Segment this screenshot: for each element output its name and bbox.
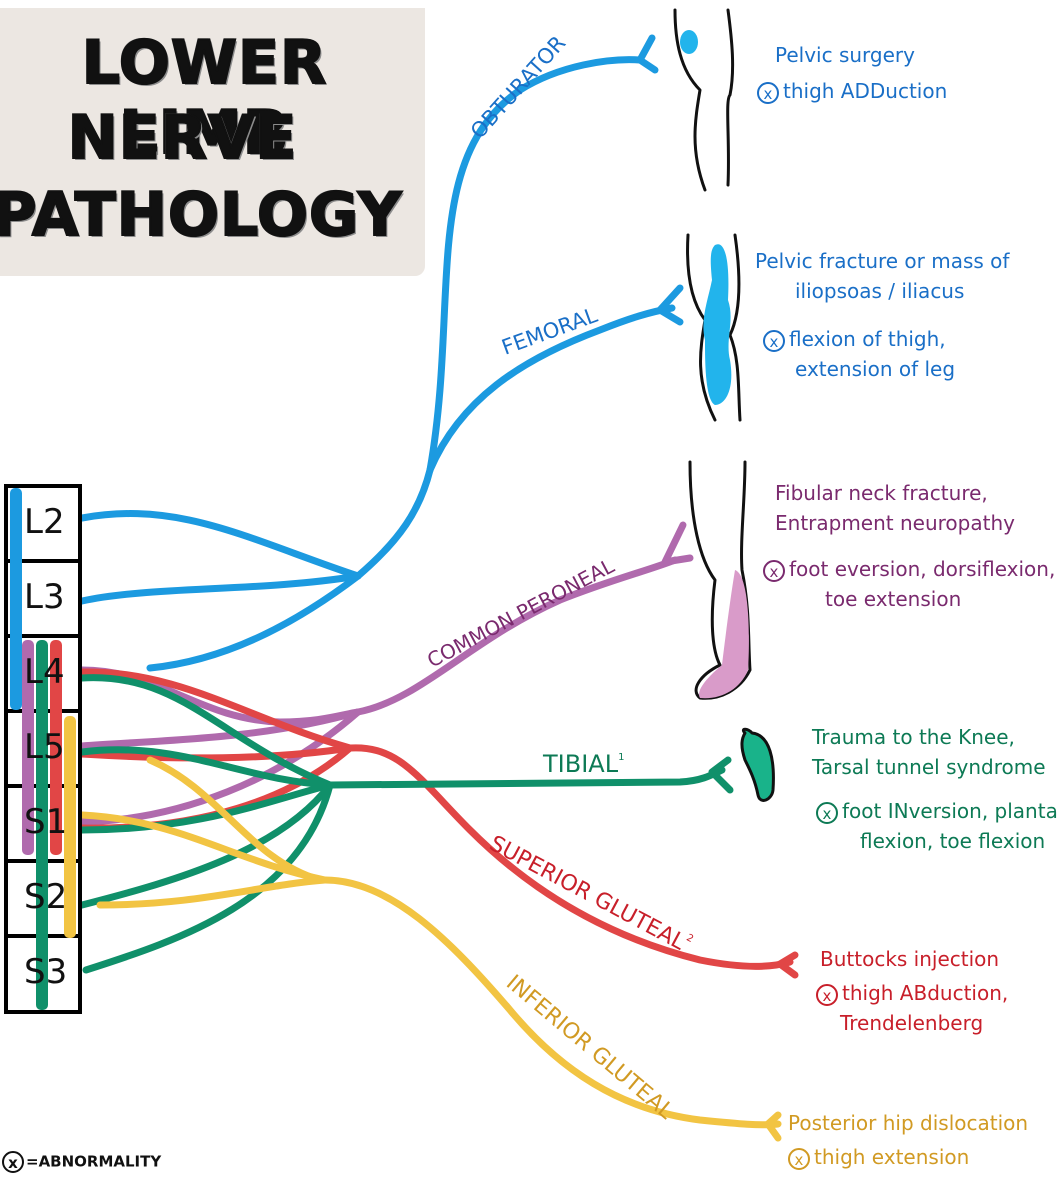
cause-text: Pelvic fracture or mass of [755,249,1010,273]
legend-text: =ABNORMALITY [26,1152,162,1171]
legend: x=ABNORMALITY [2,1151,161,1173]
deficit-text: flexion, toe flexion [860,829,1046,853]
abnormality-icon: x [816,801,838,824]
nerve-root-s2-gold [96,876,329,909]
nerve-common-peroneal [354,556,679,716]
nerve-root-l4-blue [146,572,362,672]
title-box: LOWER LIMB NERVE PATHOLOGY [0,8,425,276]
nerve-tibial [326,766,726,789]
label-obturator: OBTURATOR [466,31,571,143]
level-label: S3 [24,952,68,992]
nerve-root-s2-green [78,781,334,909]
deficit-text: thigh extension [814,1145,970,1169]
abnormality-icon: x [763,559,785,582]
nerve-tibial-fork [708,756,734,794]
nerve-inferior-gluteal [321,876,782,1129]
deficit-text: thigh ADDuction [783,79,948,103]
level-label: L3 [24,577,65,617]
deficit-text: Trendelenberg [840,1011,984,1035]
desc-femoral: Pelvic fracture or mass of iliopsoas / i… [755,246,1009,384]
label-common-peroneal: COMMON PERONEAL [423,553,619,672]
bar-red [50,640,62,855]
level-label: L2 [24,502,65,542]
femoral-highlight [703,244,732,405]
nerve-trunk-blue [354,466,434,580]
nerve-root-l5-red [78,744,354,762]
cause-text: Trauma to the Knee, [812,725,1015,749]
common-peroneal-highlight [699,570,749,699]
cause-text: Posterior hip dislocation [788,1111,1029,1135]
cause-text: Pelvic surgery [775,43,915,67]
desc-tibial: Trauma to the Knee, Tarsal tunnel syndro… [812,722,1059,856]
cause-text: Entrapment neuropathy [775,511,1015,535]
level-label: S2 [24,877,68,917]
deficit-text: toe extension [825,587,962,611]
abnormality-icon: x [763,329,785,352]
nerve-obturator [426,56,644,474]
cause-text: iliopsoas / iliacus [795,279,965,303]
label-inferior-gluteal: INFERIOR GLUTEAL [501,970,678,1125]
level-label: L5 [24,727,65,767]
nerve-femoral-fork [656,284,684,326]
level-cell-l2: L2 [8,488,78,563]
desc-common-peroneal: Fibular neck fracture, Entrapment neurop… [763,478,1056,614]
nerve-root-l5-green [78,746,334,789]
level-cell-l3: L3 [8,563,78,638]
title-line-3: PATHOLOGY [0,179,403,251]
nerve-root-l4-green [78,674,334,789]
thigh-illustration-obturator [673,8,735,192]
deficit-text: foot INversion, plantar [842,799,1059,823]
title-line-1: LOWER LIMB [81,27,328,169]
abnormality-icon: x [816,983,838,1006]
nerve-root-s1-gold [78,811,329,884]
level-label: S1 [24,802,68,842]
cause-text: Fibular neck fracture, [775,481,988,505]
level-cell-s3: S3 [8,938,78,1013]
deficit-text: extension of leg [795,357,956,381]
cause-text: Tarsal tunnel syndrome [812,755,1046,779]
leg-illustration-common-peroneal [688,460,752,700]
nerve-superior-gluteal-fork [776,951,799,979]
level-label: L4 [24,652,65,692]
deficit-text: flexion of thigh, [789,327,946,351]
nerve-root-l3-blue [78,572,362,605]
foot-sole-illustration-tibial [740,727,775,802]
nerve-root-l2-blue [78,510,362,580]
nerve-femoral [426,304,676,474]
thigh-illustration-femoral [686,233,742,422]
label-superior-gluteal: SUPERIOR GLUTEAL2 [485,830,695,958]
nerve-obturator-fork [636,34,659,74]
obturator-highlight [680,30,698,54]
abnormality-icon: x [788,1147,810,1170]
nerve-root-l5-purple [78,708,362,750]
nerve-root-s3-green [82,781,334,974]
abnormality-icon: x [2,1151,24,1173]
label-tibial: TIBIAL1 [542,750,624,778]
spinal-level-column: L2 L3 L4 L5 S1 S2 S3 [4,484,82,1014]
bar-blue [10,488,22,710]
nerve-common-peroneal-fork [661,521,694,566]
nerve-inferior-gluteal-fork [764,1111,782,1142]
nerve-root-l4-red [78,668,354,752]
cause-text: Buttocks injection [820,947,1000,971]
deficit-text: foot eversion, dorsiflexion, [789,557,1056,581]
bar-green [36,640,48,1010]
deficit-text: thigh ABduction, [842,981,1009,1005]
bar-purple [22,640,34,855]
title-line-2: NERVE [67,102,298,174]
abnormality-icon: x [757,81,779,104]
nerve-superior-gluteal [346,744,794,970]
bar-gold [64,716,76,938]
